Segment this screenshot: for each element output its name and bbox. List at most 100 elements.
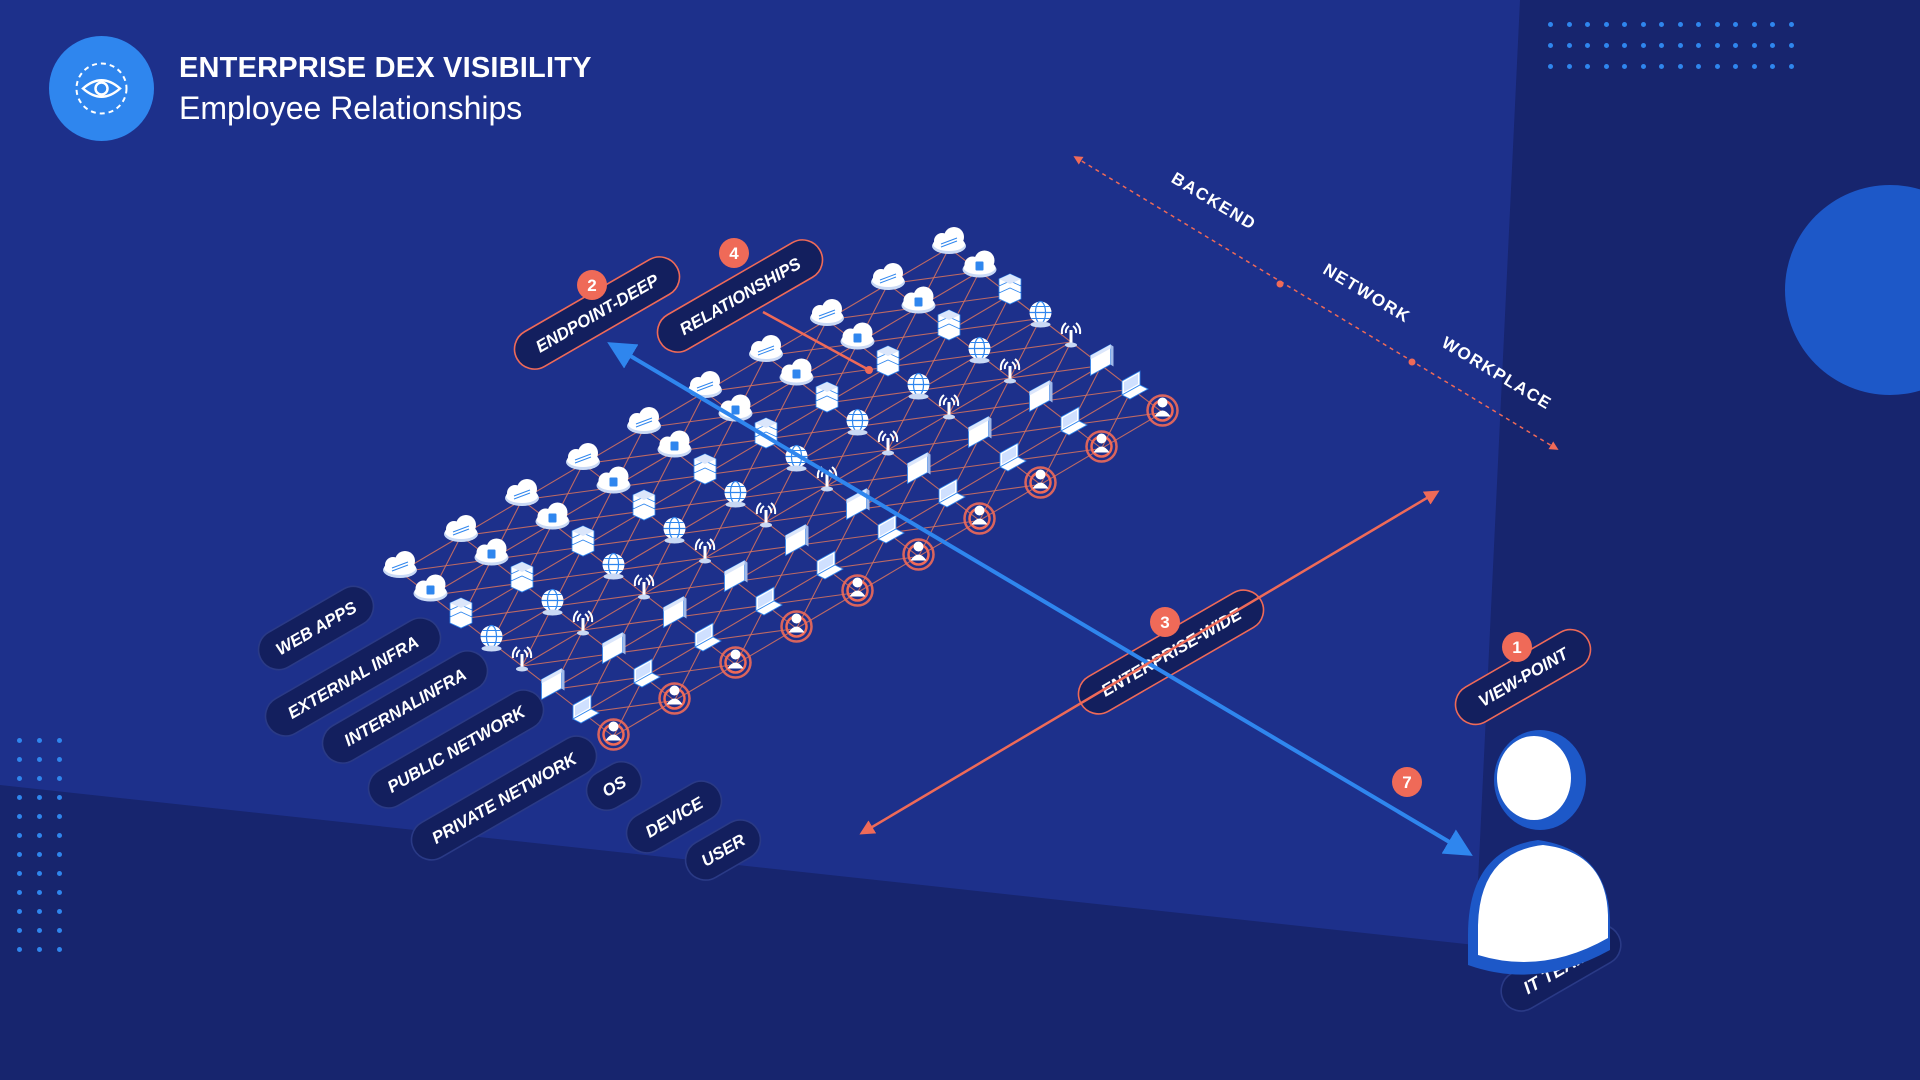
layer-label-external-infra-pill xyxy=(264,617,442,737)
eye-icon xyxy=(75,62,128,115)
user-icon xyxy=(658,682,691,715)
decor-dot xyxy=(1677,64,1683,69)
decor-dot xyxy=(1566,22,1572,27)
layer-label-public-network-pill xyxy=(367,689,545,809)
globe-icon xyxy=(1029,300,1052,328)
decor-dot xyxy=(17,909,22,914)
decor-dot xyxy=(1733,43,1738,48)
cloud-icon xyxy=(871,263,905,290)
cloud-app-icon xyxy=(535,502,570,530)
scope-badge-1-circle xyxy=(1502,632,1532,662)
decor-dot xyxy=(17,947,22,952)
decor-dot xyxy=(37,890,42,895)
decor-circle xyxy=(1785,185,1920,395)
decor-dot xyxy=(17,795,22,800)
decor-dot xyxy=(1696,64,1701,69)
decor-dot xyxy=(57,890,62,895)
decor-dot xyxy=(17,890,22,895)
decor-dot xyxy=(57,833,62,838)
decor-dot xyxy=(1714,43,1720,48)
cloud-icon xyxy=(444,515,478,542)
decor-dot xyxy=(1585,43,1590,48)
decor-dot xyxy=(37,776,42,781)
decor-dot xyxy=(1677,22,1683,27)
scope-badge-4-number: 4 xyxy=(729,244,739,263)
enterprise-wide-arrow xyxy=(859,490,1440,835)
server-icon xyxy=(815,381,839,413)
decor-dot xyxy=(1714,22,1720,27)
user-icon xyxy=(1085,430,1118,463)
decor-dot xyxy=(1585,22,1590,27)
user-icon xyxy=(1146,394,1179,427)
decor-dot xyxy=(17,776,22,781)
cloud-icon xyxy=(383,551,417,578)
decor-dot xyxy=(57,871,62,876)
scope-badge-1: 1 xyxy=(1502,632,1532,662)
decor-dot xyxy=(1640,22,1646,27)
decor-dot xyxy=(1770,43,1775,48)
server-icon xyxy=(876,345,900,377)
decor-dot xyxy=(57,738,62,743)
server-icon xyxy=(449,597,473,629)
decor-dot xyxy=(57,814,62,819)
decor-dot xyxy=(17,852,22,857)
decor-dot xyxy=(17,928,22,933)
decor-dot xyxy=(37,928,42,933)
decor-dot xyxy=(1733,22,1738,27)
cloud-icon xyxy=(566,443,600,470)
page-title: ENTERPRISE DEX VISIBILITY xyxy=(179,52,592,84)
decor-dot xyxy=(1714,64,1720,69)
decor-dot xyxy=(57,757,62,762)
globe-icon xyxy=(968,336,991,364)
globe-icon xyxy=(480,624,503,652)
user-icon xyxy=(902,538,935,571)
decor-dot xyxy=(1788,43,1794,48)
decor-dot xyxy=(37,757,42,762)
scope-badge-4-circle xyxy=(719,238,749,268)
person-body xyxy=(1478,845,1608,963)
decor-dot xyxy=(1603,43,1609,48)
decor-dot xyxy=(1640,43,1646,48)
decor-dot xyxy=(1548,22,1553,27)
globe-icon xyxy=(602,552,625,580)
arrow-marker-badge-number: 7 xyxy=(1402,773,1411,792)
globe-icon xyxy=(907,372,930,400)
decor-dot xyxy=(1566,64,1572,69)
decor-dot xyxy=(1622,22,1627,27)
tier-divider-1 xyxy=(1276,280,1284,288)
page-subtitle: Employee Relationships xyxy=(179,90,523,126)
person-head xyxy=(1497,736,1571,820)
scope-badge-3-number: 3 xyxy=(1160,613,1169,632)
laptop-icon xyxy=(572,694,600,724)
user-icon xyxy=(780,610,813,643)
decor-dot xyxy=(1548,64,1553,69)
decor-dot xyxy=(1603,64,1609,69)
server-icon xyxy=(571,525,595,557)
user-icon xyxy=(1024,466,1057,499)
decor-dot xyxy=(1548,43,1553,48)
server-icon xyxy=(632,489,656,521)
decor-dot xyxy=(1751,43,1757,48)
decor-dot xyxy=(1659,64,1664,69)
decor-dot xyxy=(1770,64,1775,69)
decor-dot xyxy=(57,795,62,800)
decor-dot xyxy=(37,795,42,800)
wifi-icon xyxy=(511,646,533,672)
decor-dot xyxy=(1566,43,1572,48)
decor-dot xyxy=(1659,22,1664,27)
cloud-icon xyxy=(810,299,844,326)
cloud-app-icon xyxy=(474,538,509,566)
cloud-app-icon xyxy=(901,286,936,314)
decor-dot xyxy=(37,738,42,743)
view-beam xyxy=(0,0,1520,945)
decor-dot xyxy=(1696,22,1701,27)
wifi-icon xyxy=(572,610,594,636)
scope-badge-2: 2 xyxy=(577,270,607,300)
decor-dot xyxy=(37,947,42,952)
decor-dot xyxy=(1640,64,1646,69)
decor-dot xyxy=(17,833,22,838)
layer-label-web-apps-pill xyxy=(257,585,375,671)
decor-dot xyxy=(17,871,22,876)
user-icon xyxy=(719,646,752,679)
